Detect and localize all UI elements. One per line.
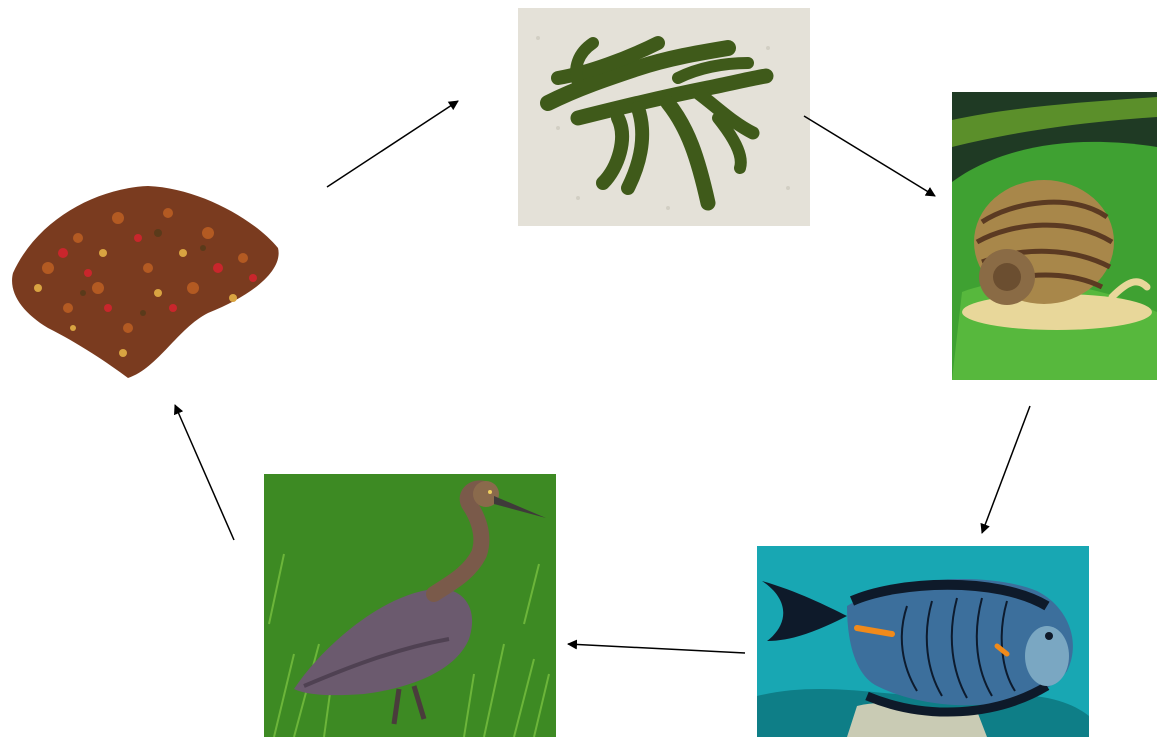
arrow-green-algae-to-snail [804, 116, 935, 196]
heron-icon [264, 474, 556, 737]
snail-icon [952, 92, 1157, 380]
arrow-snail-to-fish [982, 406, 1030, 533]
leaf-litter-image [8, 178, 283, 383]
heron-image [264, 474, 556, 737]
leaf-litter-icon [8, 178, 283, 383]
fish-image [757, 546, 1089, 737]
arrow-heron-to-leaf-litter [175, 405, 234, 540]
fish-icon [757, 546, 1089, 737]
green-algae-image [518, 8, 810, 226]
arrow-fish-to-heron [568, 644, 745, 653]
snail-image [952, 92, 1157, 380]
green-algae-icon [518, 8, 810, 226]
arrow-leaf-litter-to-green-algae [327, 101, 458, 187]
